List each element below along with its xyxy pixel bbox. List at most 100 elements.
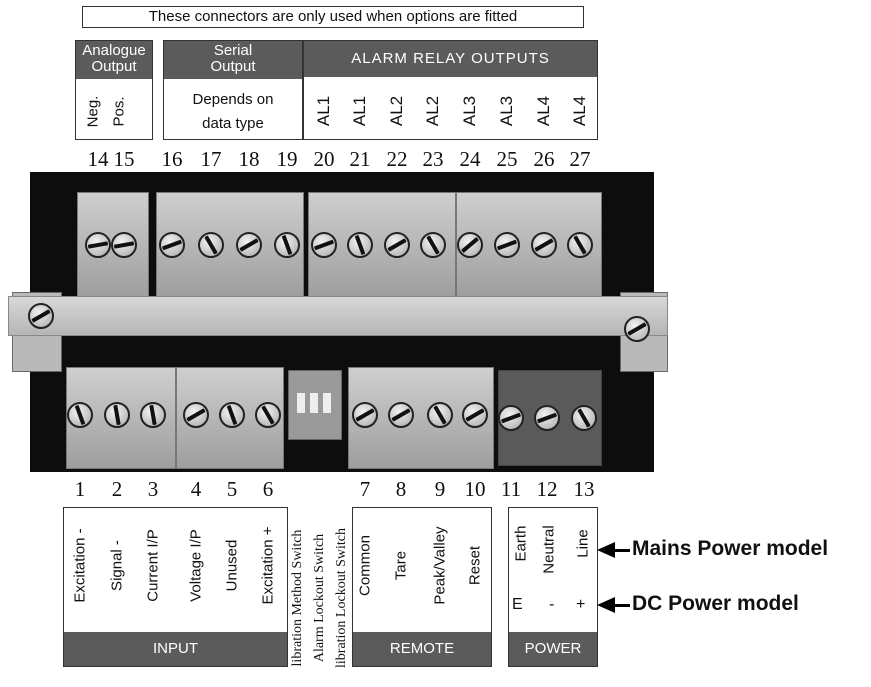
terminal-number-23: 23	[422, 147, 444, 171]
arrow-left-icon	[597, 597, 615, 613]
remote-label-4: Reset	[466, 545, 484, 586]
input-label-6: Excitation +	[259, 526, 277, 605]
alarm-label-4: AL2	[423, 95, 442, 127]
analogue-output-group: Analogue Output Neg. Pos.	[75, 40, 153, 140]
power-label-2: Neutral	[540, 525, 558, 574]
alarm-label-2: AL1	[350, 95, 369, 127]
terminal-screw-icon	[457, 232, 483, 258]
switch-label-2: Alarm Lockout Switch	[312, 533, 327, 663]
power-title: POWER	[509, 632, 597, 666]
mains-power-model-label: Mains Power model	[632, 537, 829, 560]
terminal-number-24: 24	[459, 147, 481, 171]
serial-output-title: Serial Output	[164, 41, 302, 79]
bar-screw-right-icon	[624, 316, 650, 342]
alarm-label-8: AL4	[570, 95, 589, 127]
serial-note-line1: Depends on	[192, 91, 274, 108]
terminal-number-25: 25	[496, 147, 518, 171]
dc-label-e: E	[512, 596, 523, 613]
power-label-1: Earth	[512, 525, 530, 562]
terminal-screw-icon	[159, 232, 185, 258]
terminal-screw-icon	[311, 232, 337, 258]
options-notice: These connectors are only used when opti…	[82, 6, 584, 28]
terminal-number-1: 1	[74, 477, 86, 501]
remote-group: REMOTE	[352, 507, 492, 667]
terminal-screw-icon	[140, 402, 166, 428]
alarm-label-7: AL4	[534, 95, 553, 127]
terminal-number-11: 11	[500, 477, 522, 501]
dc-label-minus: -	[549, 596, 555, 613]
terminal-number-18: 18	[238, 147, 260, 171]
terminal-screw-icon	[85, 232, 111, 258]
terminal-number-7: 7	[359, 477, 371, 501]
dc-power-model-label: DC Power model	[632, 592, 799, 615]
terminal-screw-icon	[420, 232, 446, 258]
alarm-relay-title: ALARM RELAY OUTPUTS	[304, 41, 597, 77]
input-label-4: Voltage I/P	[187, 529, 205, 602]
remote-title: REMOTE	[353, 632, 491, 666]
terminal-number-8: 8	[395, 477, 407, 501]
power-label-3: Line	[574, 529, 592, 558]
terminal-number-26: 26	[533, 147, 555, 171]
input-label-5: Unused	[223, 539, 241, 592]
terminal-number-5: 5	[226, 477, 238, 501]
terminal-screw-icon	[352, 402, 378, 428]
terminal-screw-icon	[531, 232, 557, 258]
input-label-1: Excitation -	[71, 528, 89, 603]
terminal-number-6: 6	[262, 477, 274, 501]
terminal-screw-icon	[427, 402, 453, 428]
serial-output-group: Serial Output Depends on data type	[163, 40, 303, 140]
terminal-screw-icon	[198, 232, 224, 258]
terminal-screw-icon	[183, 402, 209, 428]
terminal-number-4: 4	[190, 477, 202, 501]
mounting-bar	[8, 296, 668, 336]
terminal-number-3: 3	[147, 477, 159, 501]
terminal-number-14: 14	[87, 147, 109, 171]
terminal-screw-icon	[571, 405, 597, 431]
input-label-2: Signal -	[108, 540, 126, 591]
terminal-screw-icon	[494, 232, 520, 258]
terminal-number-20: 20	[313, 147, 335, 171]
terminal-number-22: 22	[386, 147, 408, 171]
alarm-label-3: AL2	[387, 95, 406, 127]
analogue-label-pos: Pos.	[110, 96, 128, 127]
terminal-screw-icon	[111, 232, 137, 258]
terminal-screw-icon	[498, 405, 524, 431]
remote-label-1: Common	[356, 535, 374, 596]
alarm-label-5: AL3	[460, 95, 479, 127]
terminal-screw-icon	[534, 405, 560, 431]
input-group: INPUT	[63, 507, 288, 667]
arrow-line-dc	[612, 604, 630, 607]
terminal-number-19: 19	[276, 147, 298, 171]
terminal-screw-icon	[388, 402, 414, 428]
terminal-number-27: 27	[569, 147, 591, 171]
terminal-screw-icon	[219, 402, 245, 428]
terminal-number-2: 2	[111, 477, 123, 501]
dc-label-plus: +	[576, 596, 586, 613]
analogue-output-title: Analogue Output	[76, 41, 152, 79]
terminal-screw-icon	[236, 232, 262, 258]
terminal-screw-icon	[255, 402, 281, 428]
alarm-relay-group: ALARM RELAY OUTPUTS	[303, 40, 598, 140]
terminal-number-13: 13	[573, 477, 595, 501]
terminal-screw-icon	[567, 232, 593, 258]
alarm-label-1: AL1	[314, 95, 333, 127]
terminal-screw-icon	[67, 402, 93, 428]
terminal-number-10: 10	[464, 477, 486, 501]
arrow-line-mains	[612, 549, 630, 552]
bar-screw-left-icon	[28, 303, 54, 329]
remote-label-2: Tare	[392, 550, 410, 581]
terminal-number-16: 16	[161, 147, 183, 171]
arrow-left-icon	[597, 542, 615, 558]
serial-note-line2: data type	[202, 115, 264, 132]
terminal-number-21: 21	[349, 147, 371, 171]
terminal-screw-icon	[274, 232, 300, 258]
remote-label-3: Peak/Valley	[431, 526, 449, 605]
terminal-screw-icon	[347, 232, 373, 258]
alarm-label-6: AL3	[497, 95, 516, 127]
terminal-number-17: 17	[200, 147, 222, 171]
terminal-screw-icon	[462, 402, 488, 428]
terminal-number-9: 9	[434, 477, 446, 501]
switch-label-3: libration Lockout Switch	[334, 528, 349, 668]
input-label-3: Current I/P	[144, 529, 162, 602]
terminal-number-12: 12	[536, 477, 558, 501]
